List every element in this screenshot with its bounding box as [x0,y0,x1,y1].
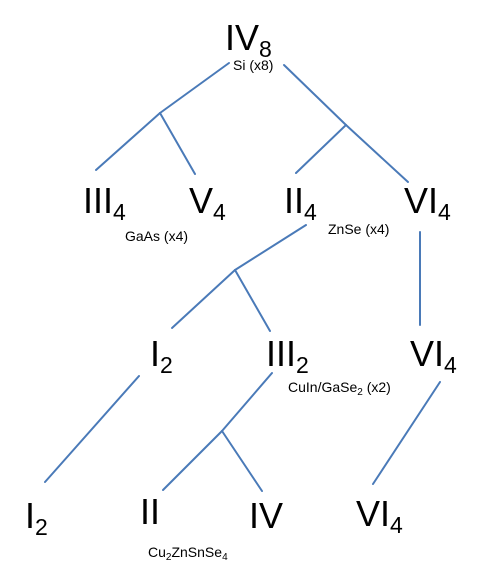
node-base: II [284,180,305,221]
edge-vi-vi-bottom [372,381,441,485]
node-vi4-bottom: VI4 [356,493,403,537]
node-base: III [83,180,114,221]
node-v4: V4 [189,180,226,224]
annotation-czts: Cu2ZnSnSe4 [148,544,228,563]
node-i2-bottom: I2 [25,495,48,539]
node-subscript: 4 [438,199,451,225]
edge-junction-iv [221,430,263,492]
edge-junction-ii [162,430,223,491]
node-subscript: 2 [160,352,173,378]
node-subscript: 4 [390,512,403,538]
node-base: I [25,495,36,536]
node-ii4: II4 [284,180,317,224]
edge-root-left [159,62,230,114]
node-base: VI [410,333,445,374]
node-subscript: 4 [304,199,317,225]
node-iii2: III2 [266,333,309,377]
node-base: V [189,180,214,221]
node-base: I [150,333,161,374]
node-vi4-mid: VI4 [410,333,457,377]
annotation-cigs: CuIn/GaSe2 (x2) [288,379,391,398]
node-base: VI [356,493,391,534]
edge-junction-i [171,269,236,329]
node-subscript: 2 [35,514,48,540]
edge-right-vi [345,124,409,183]
edge-root-right [283,64,347,126]
node-subscript: 2 [296,352,309,378]
node-iii4: III4 [83,180,126,224]
edge-left-v [159,112,196,175]
node-ii: II [140,494,160,530]
annotation-si: Si (x8) [233,57,274,73]
annotation-gaas: GaAs (x4) [125,228,189,244]
annotation-znse: ZnSe (x4) [328,221,390,237]
node-subscript: 4 [213,199,226,225]
node-i2-mid: I2 [150,333,173,377]
edge-iii-junction [221,372,273,432]
edge-left-iii [95,112,161,171]
edge-ii-junction [234,224,307,271]
edge-right-ii [295,124,347,174]
node-subscript: 8 [259,36,272,62]
node-iv8: IV8 [225,17,272,61]
edge-junction-iii [234,269,271,332]
node-base: IV [225,17,260,58]
node-base: VI [404,180,439,221]
edge-i-i [44,375,140,483]
node-vi4-top: VI4 [404,180,451,224]
node-base: III [266,333,297,374]
node-base: IV [249,495,284,536]
node-subscript: 4 [113,199,126,225]
node-iv: IV [249,498,283,534]
node-subscript: 4 [444,352,457,378]
node-base: II [140,491,161,532]
